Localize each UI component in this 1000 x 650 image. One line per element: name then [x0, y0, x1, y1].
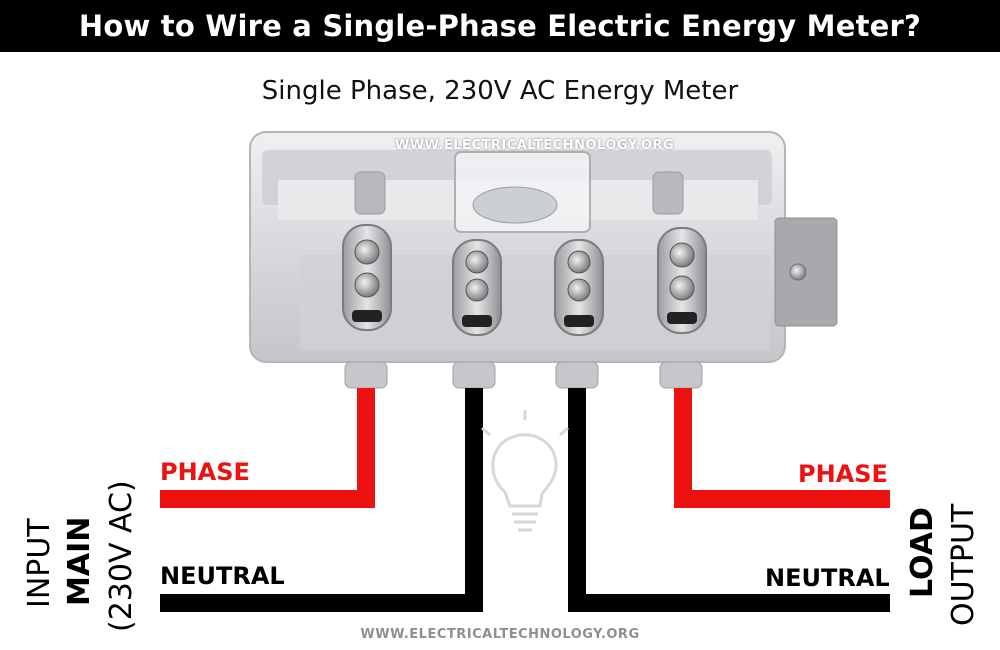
watermark-bottom: WWW.ELECTRICALTECHNOLOGY.ORG	[360, 627, 640, 642]
output-neutral-label: NEUTRAL	[765, 564, 890, 592]
input-phase-wire	[160, 388, 375, 508]
light-bulb-icon	[481, 410, 569, 532]
input-side-label: INPUT	[22, 518, 57, 608]
input-neutral-label: NEUTRAL	[160, 562, 285, 590]
voltage-side-label: (230V AC)	[104, 480, 139, 632]
output-neutral-wire	[568, 388, 890, 612]
output-side-label: OUTPUT	[946, 503, 981, 626]
diagram-subtitle: Single Phase, 230V AC Energy Meter	[261, 76, 739, 106]
terminal-2	[452, 239, 502, 336]
output-phase-label: PHASE	[798, 460, 888, 488]
energy-meter-image	[249, 131, 838, 389]
main-side-label: MAIN	[62, 516, 97, 606]
terminal-1	[342, 224, 392, 331]
input-neutral-wire	[160, 388, 483, 612]
output-phase-wire	[674, 388, 890, 508]
page-title: How to Wire a Single-Phase Electric Ener…	[0, 0, 1000, 52]
load-side-label: LOAD	[905, 507, 940, 598]
watermark-top: WWW.ELECTRICALTECHNOLOGY.ORG	[395, 138, 675, 153]
terminal-3	[554, 239, 604, 336]
input-phase-label: PHASE	[160, 458, 250, 486]
terminal-4	[657, 227, 707, 334]
